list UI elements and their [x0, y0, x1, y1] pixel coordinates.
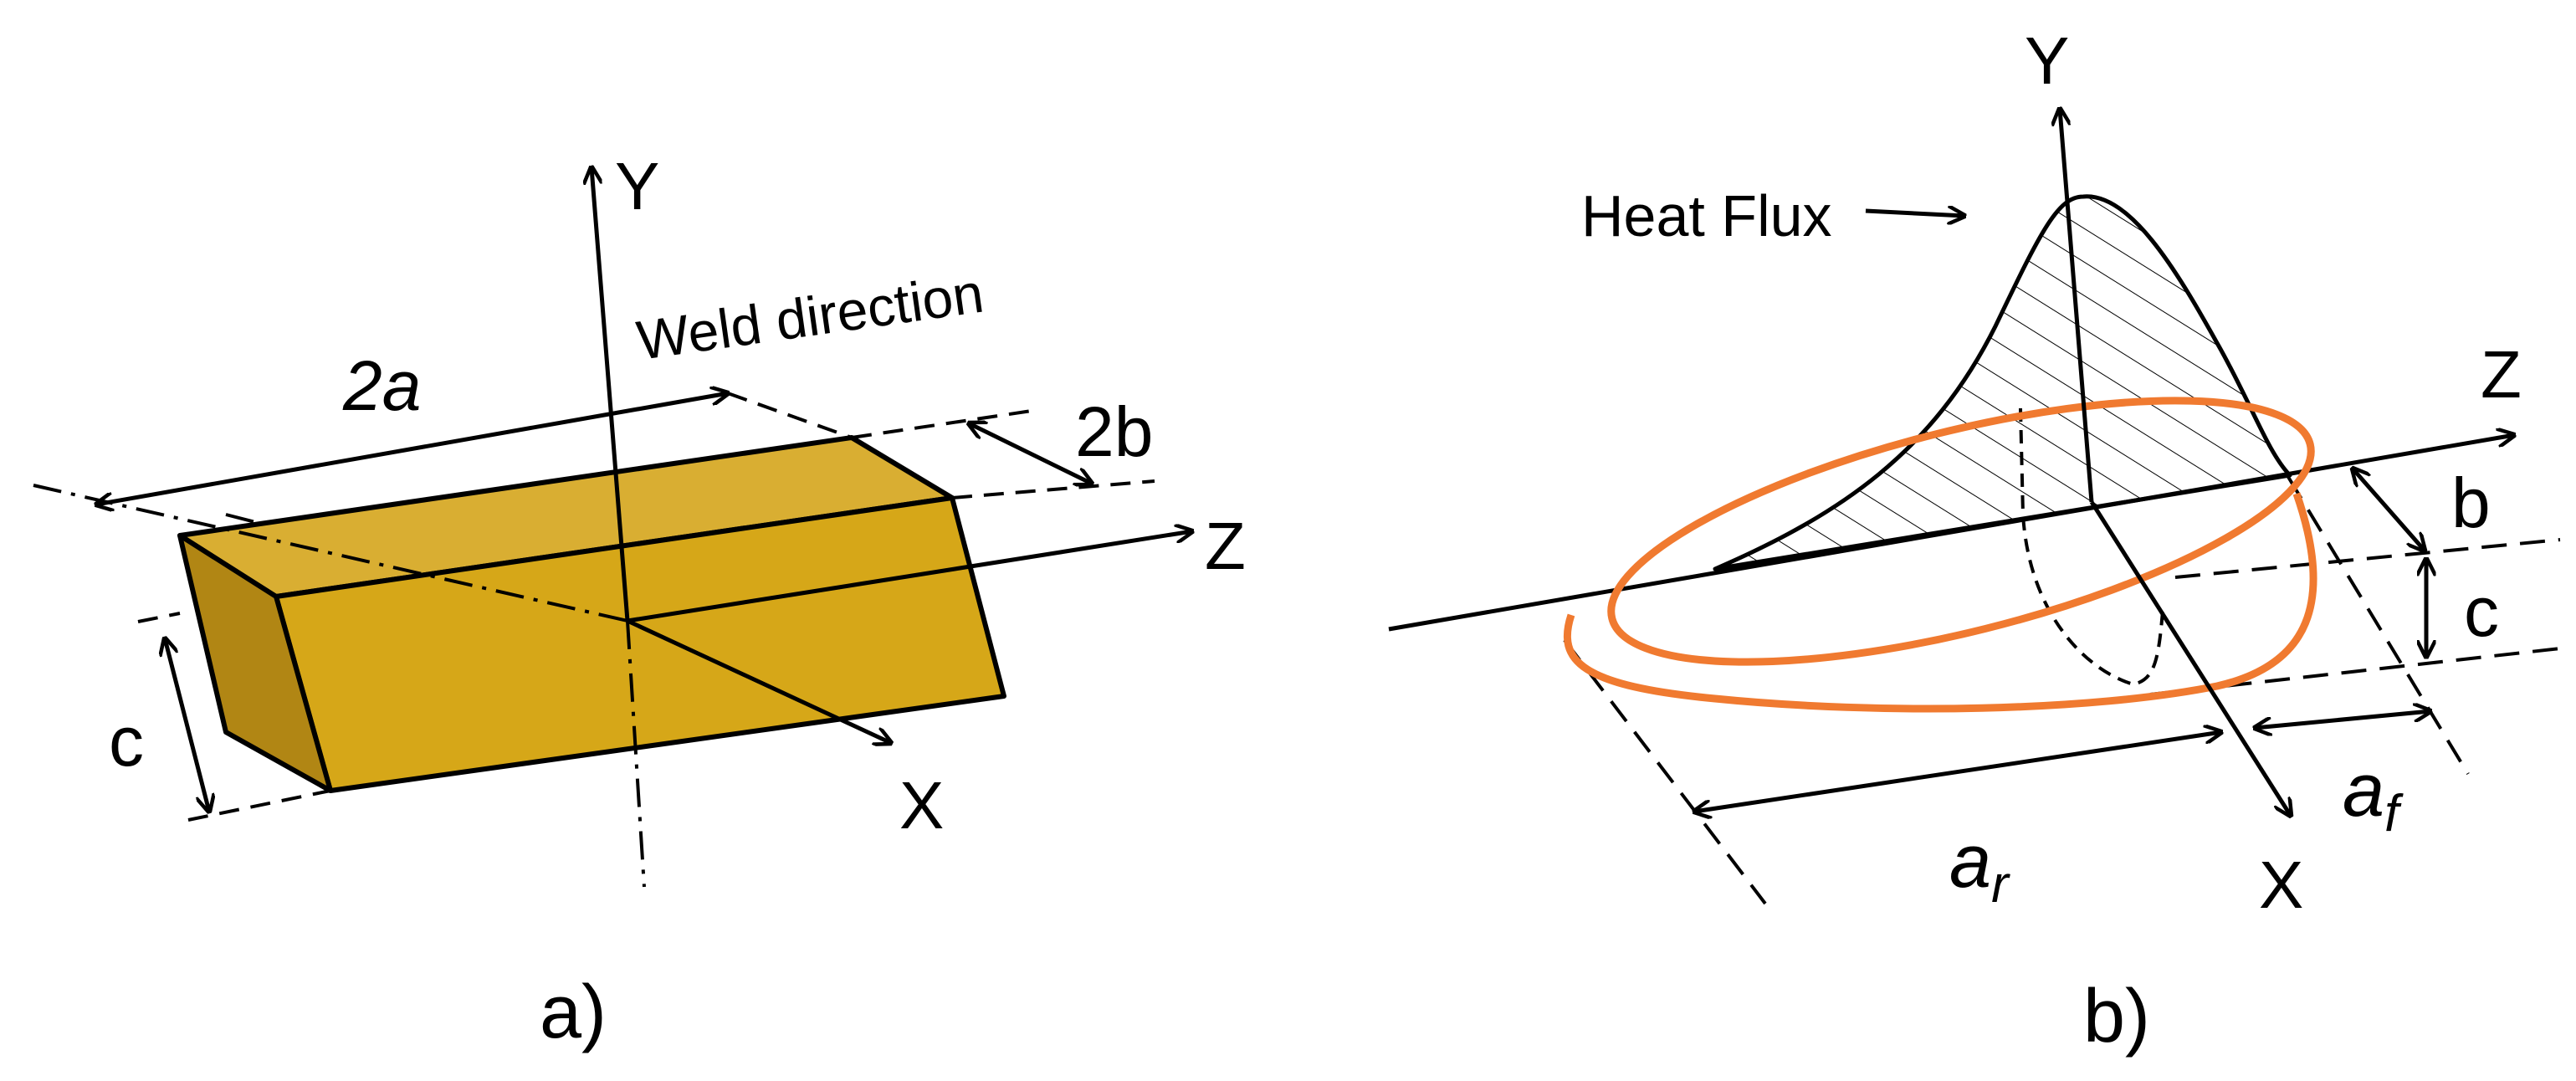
dim-c-label: c	[109, 702, 144, 781]
dim-2a-label: 2a	[342, 346, 421, 425]
dim-c-label-b: c	[2464, 572, 2499, 651]
y-axis-label-a: Y	[615, 149, 659, 223]
dim-b-arrow	[2353, 469, 2425, 551]
heat-source-block	[177, 435, 1006, 793]
x-axis-b	[2089, 500, 2291, 816]
z-axis-label-b: Z	[2481, 337, 2522, 412]
dim-b-label: b	[2451, 464, 2491, 542]
dim-c-arrow	[165, 638, 209, 812]
dim-af-main: a	[2343, 749, 2384, 833]
x-axis-label-a: X	[899, 768, 944, 843]
dim-2b-arrow	[969, 423, 1092, 484]
dimension-arrows-a	[96, 393, 1092, 812]
heat-flux-pointer	[1865, 211, 1964, 216]
caption-b: b)	[2083, 975, 2150, 1058]
x-axis-a	[626, 618, 891, 743]
lower-ellipse-arc	[1563, 492, 2317, 713]
dim-ar-main: a	[1949, 820, 1991, 904]
panel-a: Y Z X Weld direction 2a 2b c a)	[33, 149, 1246, 1054]
heat-flux-label: Heat Flux	[1581, 183, 1832, 248]
dimension-guides-b	[1563, 475, 2561, 905]
z-axis-a	[627, 531, 1192, 623]
y-axis-label-b: Y	[2025, 23, 2069, 98]
x-axis-label-b: X	[2259, 848, 2303, 922]
dimension-arrows-b	[1694, 469, 2430, 812]
y-axis-b	[2060, 109, 2094, 503]
hidden-inner-curve	[2019, 407, 2164, 687]
z-axis-label-a: Z	[1205, 509, 1246, 583]
dim-2a-arrow	[96, 393, 728, 505]
heat-flux-curve	[1713, 194, 2292, 571]
dim-ar-sub: r	[1991, 856, 2010, 914]
dim-af-sub: f	[2384, 785, 2404, 843]
dim-2b-label: 2b	[1075, 392, 1153, 471]
dim-af-arrow	[2255, 711, 2430, 728]
dim-af-label: af	[2343, 749, 2404, 843]
axes-b	[2060, 109, 2291, 816]
weld-direction-label: Weld direction	[633, 262, 987, 371]
block-centerlines	[33, 484, 646, 888]
panel-b: Y Z X Heat Flux b c ar af b)	[1388, 23, 2561, 1058]
dim-ar-label: ar	[1949, 820, 2010, 914]
dimension-guides-a	[137, 392, 1155, 822]
z-axis-b	[1388, 435, 2514, 632]
double-ellipsoid-outline	[1563, 397, 2317, 713]
dim-ar-arrow	[1694, 732, 2221, 812]
caption-a: a)	[540, 971, 607, 1054]
top-ellipse	[1607, 397, 2315, 666]
